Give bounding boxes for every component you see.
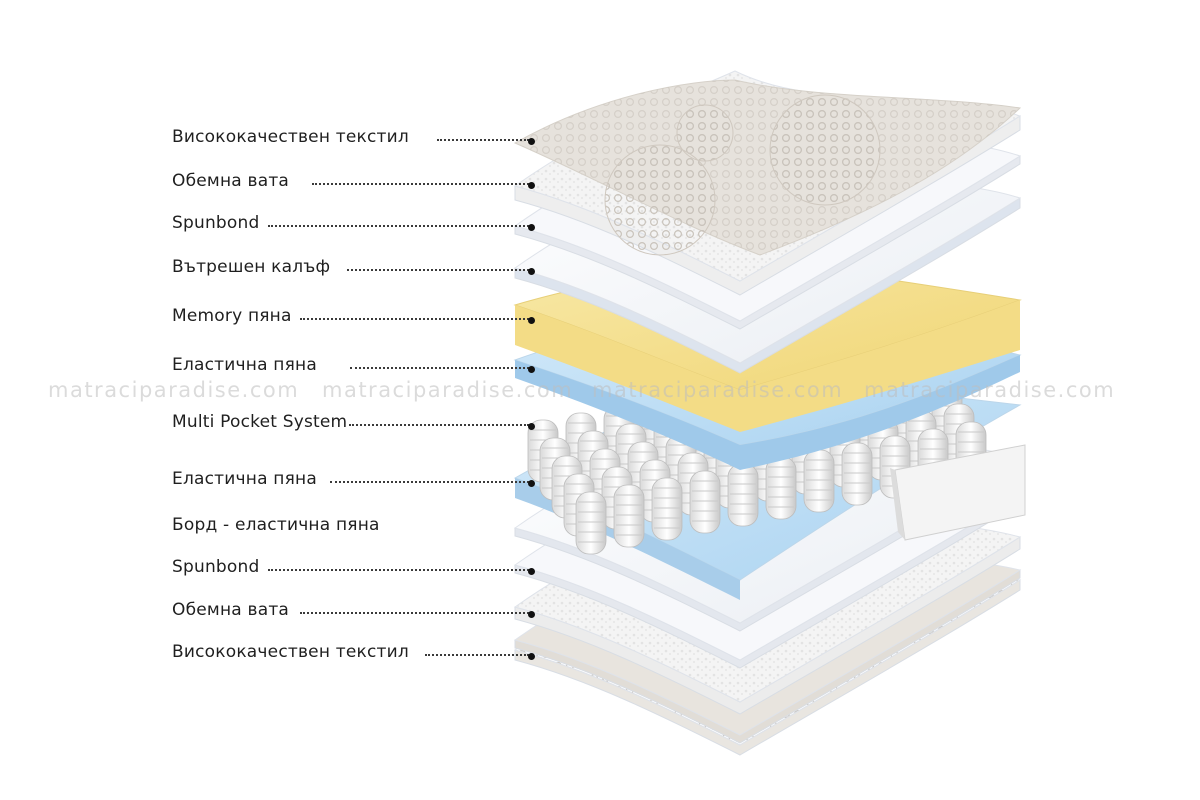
spring-coil — [651, 477, 683, 541]
leader-dot-1 — [528, 138, 535, 145]
leader-line-8 — [330, 481, 529, 483]
leader-dot-7 — [528, 423, 535, 430]
layer-label-4: Вътрешен калъф — [172, 257, 331, 277]
leader-dot-4 — [528, 268, 535, 275]
watermark-3: matraciparadise.com — [592, 378, 844, 402]
watermark-4: matraciparadise.com — [864, 378, 1116, 402]
spring-coil — [689, 470, 721, 534]
layer-label-9: Борд - еластична пяна — [172, 515, 380, 535]
layer-label-1: Висококачествен текстил — [172, 127, 409, 147]
leader-dot-5 — [528, 317, 535, 324]
spring-coil — [803, 449, 835, 513]
textile-motif-1 — [676, 104, 734, 162]
spring-coil — [841, 442, 873, 506]
spring-coil — [613, 484, 645, 548]
layer-board-block-edge — [890, 468, 905, 540]
textile-motif-2 — [604, 144, 716, 256]
leader-dot-10 — [528, 568, 535, 575]
leader-line-7 — [349, 424, 529, 426]
leader-dot-6 — [528, 366, 535, 373]
spring-coil — [575, 491, 607, 555]
leader-dot-2 — [528, 182, 535, 189]
layer-top-textile-pattern — [515, 80, 1020, 255]
layer-label-8: Еластична пяна — [172, 469, 317, 489]
leader-dot-8 — [528, 480, 535, 487]
layer-elastic-foam-upper-side — [515, 355, 1020, 470]
layer-label-6: Еластична пяна — [172, 355, 317, 375]
layer-label-10: Spunbond — [172, 557, 260, 577]
leader-line-1 — [437, 139, 529, 141]
watermark-2: matraciparadise.com — [322, 378, 574, 402]
layer-label-3: Spunbond — [172, 213, 260, 233]
leader-line-3 — [268, 225, 529, 227]
layer-label-7: Multi Pocket System — [172, 412, 348, 432]
spring-coil — [765, 456, 797, 520]
spring-coil — [727, 463, 759, 527]
leader-dot-3 — [528, 224, 535, 231]
leader-line-2 — [312, 183, 529, 185]
leader-line-10 — [268, 569, 529, 571]
layer-memory-foam-side — [515, 300, 1020, 432]
layer-board-block-front — [894, 444, 1026, 541]
layer-label-11: Обемна вата — [172, 600, 290, 620]
layer-label-5: Memory пяна — [172, 306, 292, 326]
watermark-1: matraciparadise.com — [48, 378, 300, 402]
leader-dot-12 — [528, 653, 535, 660]
leader-line-6 — [350, 367, 529, 369]
textile-motif-3 — [769, 94, 881, 206]
leader-line-12 — [425, 654, 529, 656]
leader-line-4 — [347, 269, 529, 271]
leader-line-5 — [300, 318, 529, 320]
leader-dot-11 — [528, 611, 535, 618]
layer-label-12: Висококачествен текстил — [172, 642, 409, 662]
layer-label-2: Обемна вата — [172, 171, 290, 191]
leader-line-11 — [300, 612, 529, 614]
